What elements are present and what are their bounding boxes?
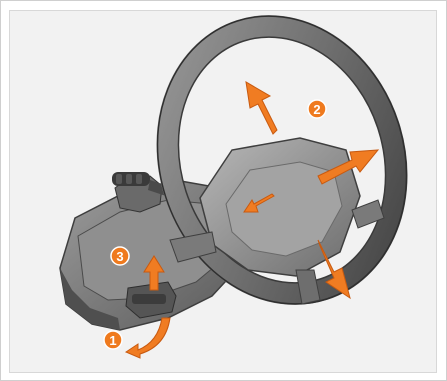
arrow-up-icon (246, 82, 277, 134)
callout-1-label: 1 (109, 333, 116, 348)
callout-3: 3 (111, 247, 129, 265)
callout-2-label: 2 (313, 102, 320, 117)
callout-2: 2 (308, 100, 326, 118)
callout-1: 1 (104, 331, 122, 349)
callout-3-label: 3 (116, 249, 123, 264)
